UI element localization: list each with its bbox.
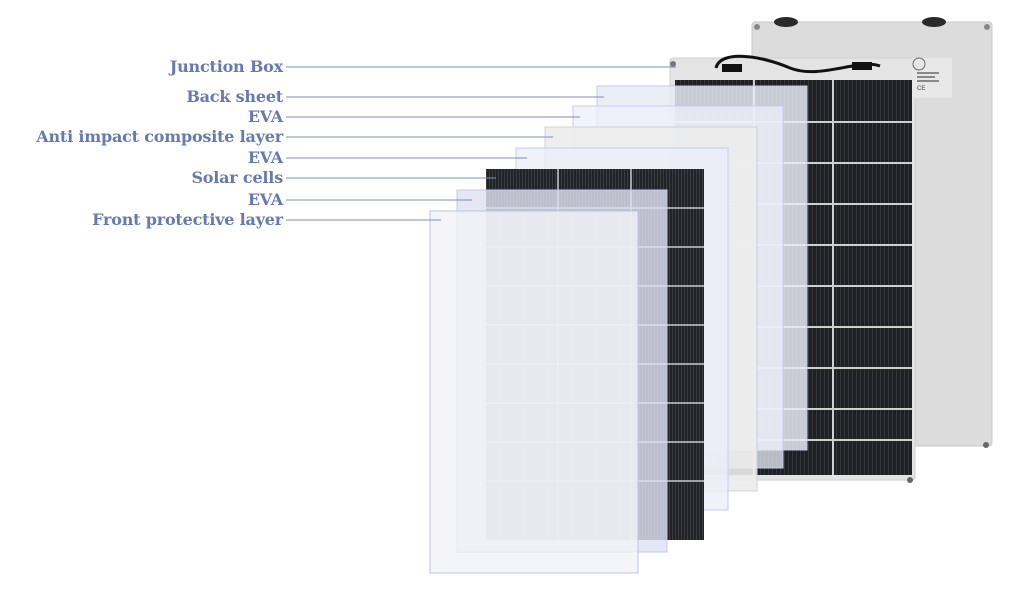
label-front-protective-layer: Front protective layer [92, 210, 283, 229]
label-eva-1: EVA [247, 107, 283, 126]
label-eva-2: EVA [247, 148, 283, 167]
label-eva-3: EVA [247, 190, 283, 209]
label-solar-cells: Solar cells [191, 168, 283, 187]
leader-lines [286, 66, 676, 221]
label-junction-box: Junction Box [169, 57, 283, 76]
film-front-protective [429, 210, 639, 574]
label-back-sheet: Back sheet [186, 87, 283, 106]
svg-text:CE: CE [917, 86, 925, 92]
label-anti-impact-layer: Anti impact composite layer [36, 127, 283, 146]
